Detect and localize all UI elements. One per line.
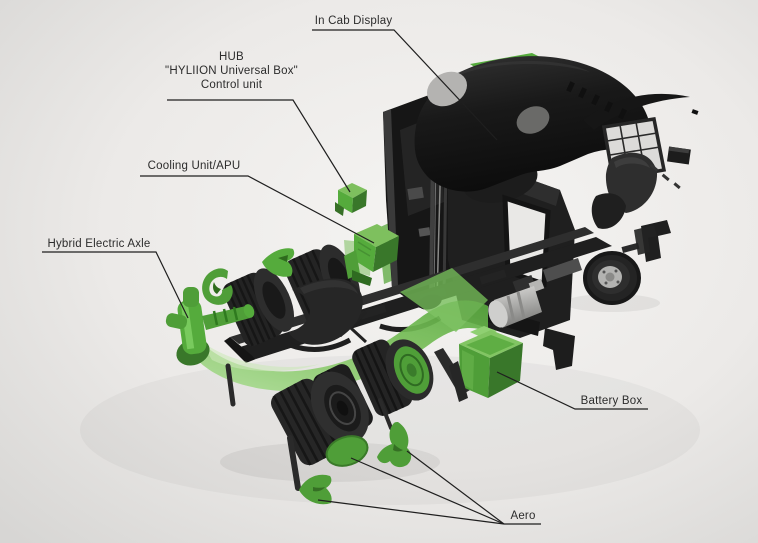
label-battery-box: Battery Box xyxy=(580,395,643,407)
leader-axle xyxy=(42,251,189,319)
label-hub-control-unit: HUB "HYLIION Universal Box" Control unit xyxy=(139,50,324,92)
cooling-unit-part xyxy=(344,224,399,286)
front-wheel xyxy=(583,251,641,305)
aero-parts xyxy=(299,422,412,505)
fifth-wheel-plate xyxy=(288,278,363,345)
spare-wheel-green-hub xyxy=(352,339,434,416)
leader-aero-1 xyxy=(350,457,505,525)
label-hub-line3: Control unit xyxy=(200,79,263,91)
aero-disc xyxy=(326,436,368,466)
leader-hub xyxy=(167,99,351,193)
roof-fairing xyxy=(583,93,690,130)
battery-side-blade xyxy=(449,361,468,402)
leader-aero-3 xyxy=(317,499,505,525)
leader-lines xyxy=(42,29,648,525)
antenna-bits xyxy=(566,81,699,120)
leader-in-cab-display xyxy=(312,29,498,141)
green-mount-brackets xyxy=(202,248,295,305)
rear-lower-wheels xyxy=(271,364,373,466)
leader-aero-2 xyxy=(406,450,505,525)
label-aero: Aero xyxy=(510,510,536,522)
apu-engine xyxy=(488,274,545,328)
cab-roof xyxy=(414,56,652,192)
leader-cooling xyxy=(140,175,375,244)
hybrid-electric-axle-part xyxy=(165,287,255,366)
battery-box-part xyxy=(459,326,523,398)
roof-window-right xyxy=(516,106,550,134)
leader-battery xyxy=(496,371,648,410)
front-end xyxy=(591,117,691,262)
label-in-cab-display: In Cab Display xyxy=(314,15,393,27)
label-hub-line1: HUB xyxy=(219,51,244,63)
suspension-rods xyxy=(225,363,393,491)
label-hybrid-electric-axle: Hybrid Electric Axle xyxy=(47,238,151,250)
label-cooling-unit: Cooling Unit/APU xyxy=(147,160,241,172)
label-hub-line2: "HYLIION Universal Box" xyxy=(165,65,298,77)
cab-step xyxy=(543,328,575,370)
hub-control-unit-part xyxy=(335,183,367,216)
